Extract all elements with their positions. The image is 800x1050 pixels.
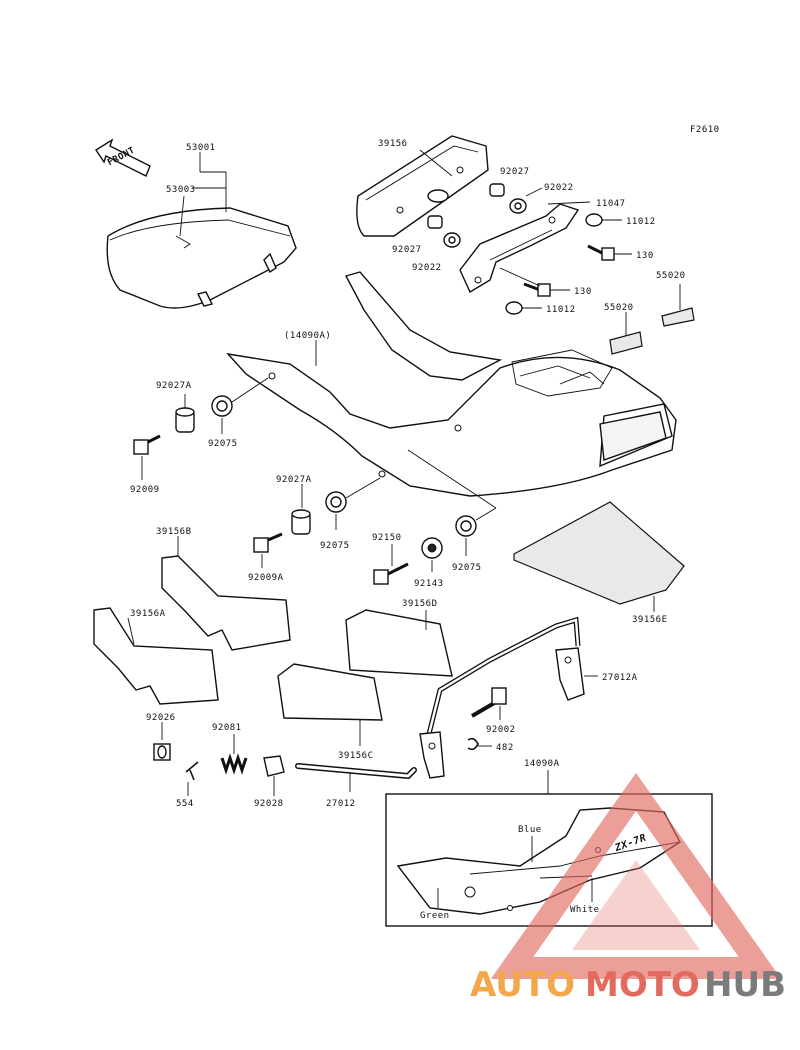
watermark-auto: AUTO: [470, 965, 575, 1005]
bolt-130-right: [587, 244, 615, 261]
bolt-92009A: [253, 532, 283, 553]
watermark-moto: MOTO: [585, 965, 700, 1005]
strip-55020-left: [609, 331, 643, 355]
strip-55020-right: [661, 307, 695, 327]
label-92026: 92026: [146, 713, 176, 723]
bolt-92150: [373, 562, 409, 585]
label-92075-b: 92075: [320, 541, 350, 551]
bushing-92027A-left: [175, 407, 195, 433]
pad-39156E: [513, 501, 685, 605]
label-53001: 53001: [186, 143, 216, 153]
label-39156E: 39156E: [632, 615, 668, 625]
label-39156C: 39156C: [338, 751, 374, 761]
inset-label-white: White: [570, 905, 600, 915]
label-39156: 39156: [378, 139, 408, 149]
watermark-text: AUTO MOTO HUB: [470, 965, 786, 1005]
label-92027-a: 92027: [500, 167, 530, 177]
grommet-92027-upper: [489, 183, 505, 197]
pad-39156A: [93, 607, 219, 705]
label-92027-b: 92027: [392, 245, 422, 255]
bolt-130-lower: [523, 282, 551, 297]
collar-92026: [153, 743, 171, 761]
label-92081: 92081: [212, 723, 242, 733]
rod-27012: [295, 763, 417, 780]
label-482: 482: [496, 743, 514, 753]
label-39156A: 39156A: [130, 609, 166, 619]
label-92027A-a: 92027A: [156, 381, 192, 391]
seat: [106, 207, 297, 309]
cap-11012-right: [585, 213, 603, 227]
watermark-hub: HUB: [704, 965, 786, 1005]
label-39156D: 39156D: [402, 599, 438, 609]
pad-39156B: [161, 555, 291, 651]
label-92002: 92002: [486, 725, 516, 735]
label-92022-b: 92022: [412, 263, 442, 273]
collar-92028: [263, 755, 285, 777]
inset-label-green: Green: [420, 911, 450, 921]
cap-11012-bottom: [505, 301, 523, 315]
pad-39156D: [345, 609, 453, 677]
bolt-92009: [133, 434, 161, 455]
label-39156B: 39156B: [156, 527, 192, 537]
automotohub-logo: [490, 772, 782, 979]
label-130-b: 130: [574, 287, 592, 297]
label-92028: 92028: [254, 799, 284, 809]
label-14090A-top: (14090A): [284, 331, 331, 341]
grommet-92075-mid: [325, 491, 347, 513]
label-130-a: 130: [636, 251, 654, 261]
front-arrow: FRONT: [95, 138, 151, 177]
tail-light-39156: [356, 135, 489, 237]
wire-27012A: [419, 616, 585, 779]
pin-554: [185, 761, 199, 781]
grommet-92075-left: [211, 395, 233, 417]
grommet-92027-lower: [427, 215, 443, 229]
label-92075-a: 92075: [208, 439, 238, 449]
washer-92022-upper: [509, 198, 527, 214]
pad-39156C: [277, 663, 383, 721]
clip-482: [467, 737, 479, 751]
label-27012: 27012: [326, 799, 356, 809]
label-92009: 92009: [130, 485, 160, 495]
label-11012-a: 11012: [626, 217, 656, 227]
spring-92081: [220, 753, 248, 775]
washer-92143: [421, 537, 443, 559]
washer-92022-lower: [443, 232, 461, 248]
inset-label-blue: Blue: [518, 825, 542, 835]
label-14090A-box: 14090A: [524, 759, 560, 769]
label-27012A: 27012A: [602, 673, 638, 683]
figure-id: F2610: [690, 125, 720, 135]
label-55020-a: 55020: [604, 303, 634, 313]
label-11047: 11047: [596, 199, 626, 209]
seat-cowl: [226, 271, 677, 497]
bracket-11047: [459, 203, 580, 294]
label-92027A-b: 92027A: [276, 475, 312, 485]
label-53003: 53003: [166, 185, 196, 195]
bushing-92027A-mid: [291, 509, 311, 535]
label-92143: 92143: [414, 579, 444, 589]
label-55020-b: 55020: [656, 271, 686, 281]
label-92009A: 92009A: [248, 573, 284, 583]
grommet-92075-right: [455, 515, 477, 537]
bolt-92002: [470, 687, 507, 718]
label-11012-b: 11012: [546, 305, 576, 315]
label-92150: 92150: [372, 533, 402, 543]
label-92075-c: 92075: [452, 563, 482, 573]
label-92022-a: 92022: [544, 183, 574, 193]
label-554: 554: [176, 799, 194, 809]
